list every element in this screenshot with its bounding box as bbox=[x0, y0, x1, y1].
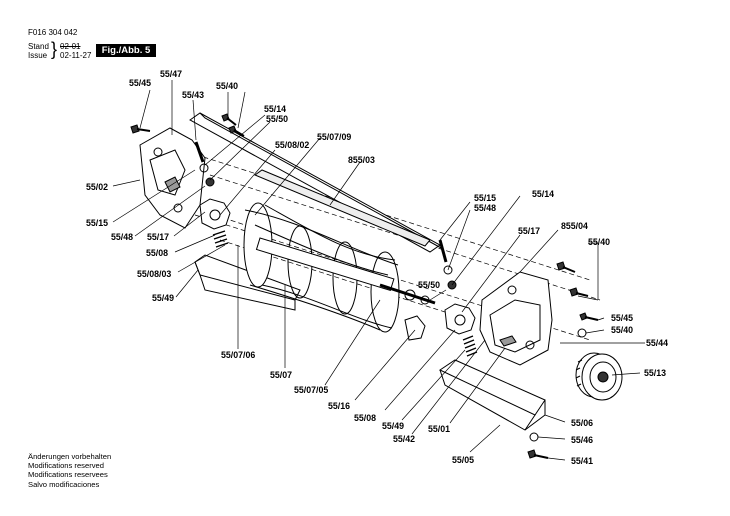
brace-glyph: } bbox=[51, 39, 58, 59]
callout-55-08-03: 55/08/03 bbox=[137, 269, 171, 279]
callout-55-17-right: 55/17 bbox=[518, 226, 540, 236]
callout-55-13: 55/13 bbox=[644, 368, 666, 378]
callout-55-46: 55/46 bbox=[571, 435, 593, 445]
callout-855-04: 855/04 bbox=[561, 221, 588, 231]
bottom-screws bbox=[527, 432, 549, 459]
top-crossbar bbox=[189, 112, 444, 253]
notice-line-es: Salvo modificaciones bbox=[28, 479, 100, 489]
callout-55-05: 55/05 bbox=[452, 455, 474, 465]
notice-line-en: Modifications reserved bbox=[28, 461, 104, 471]
cutting-cylinder bbox=[243, 202, 436, 333]
screws-right bbox=[438, 239, 599, 338]
callout-55-40-bottom: 55/40 bbox=[611, 325, 633, 335]
stand-label: Stand bbox=[28, 42, 49, 51]
callout-55-45-right: 55/45 bbox=[611, 313, 633, 323]
callout-55-44: 55/44 bbox=[646, 338, 668, 348]
callout-55-50-left: 55/50 bbox=[266, 114, 288, 124]
figure-tag: Fig./Abb. 5 bbox=[96, 44, 156, 57]
callout-55-06: 55/06 bbox=[571, 418, 593, 428]
callout-55-16: 55/16 bbox=[328, 401, 350, 411]
callout-55-07-05: 55/07/05 bbox=[294, 385, 328, 395]
callout-55-14-left: 55/14 bbox=[264, 104, 286, 114]
callout-55-15-left: 55/15 bbox=[86, 218, 108, 228]
callout-55-47: 55/47 bbox=[160, 69, 182, 79]
callout-55-42: 55/42 bbox=[393, 434, 415, 444]
callout-55-07-06: 55/07/06 bbox=[221, 350, 255, 360]
left-adjust-knob bbox=[199, 198, 231, 248]
callout-55-07-09: 55/07/09 bbox=[317, 132, 351, 142]
callout-55-01: 55/01 bbox=[428, 424, 450, 434]
callout-55-41: 55/41 bbox=[571, 456, 593, 466]
right-adjust-knob bbox=[404, 303, 478, 357]
callout-55-08-02: 55/08/02 bbox=[275, 140, 309, 150]
callout-55-08-bottom: 55/08 bbox=[354, 413, 376, 423]
notice-line-de: Änderungen vorbehalten bbox=[28, 452, 112, 461]
callout-55-02: 55/02 bbox=[86, 182, 108, 192]
callout-55-08-left: 55/08 bbox=[146, 248, 168, 258]
callout-55-07: 55/07 bbox=[270, 370, 292, 380]
callout-55-50-right: 55/50 bbox=[418, 280, 440, 290]
callout-855-03: 855/03 bbox=[348, 155, 375, 165]
leader-lines bbox=[112, 80, 645, 461]
callout-55-49-bottom: 55/49 bbox=[382, 421, 404, 431]
callout-55-17-left: 55/17 bbox=[147, 232, 169, 242]
callout-55-40-top: 55/40 bbox=[216, 81, 238, 91]
callout-55-43: 55/43 bbox=[182, 90, 204, 100]
right-side-plate bbox=[479, 271, 553, 366]
callout-55-48-left: 55/48 bbox=[111, 232, 133, 242]
callout-55-14-right: 55/14 bbox=[532, 189, 554, 199]
document-number: F016 304 042 bbox=[28, 28, 78, 37]
roller-wheel bbox=[575, 352, 623, 401]
callout-55-15-right: 55/15 bbox=[474, 193, 496, 203]
notice-line-fr: Modifications reservees bbox=[28, 470, 108, 480]
callout-55-48-right: 55/48 bbox=[474, 203, 496, 213]
revision-date: 02-11-27 bbox=[60, 51, 92, 60]
callout-55-49-left: 55/49 bbox=[152, 293, 174, 303]
callout-55-45-top: 55/45 bbox=[129, 78, 151, 88]
old-revision: 02-01 bbox=[60, 42, 81, 51]
bottom-blade bbox=[438, 359, 546, 431]
screws-top-left bbox=[130, 113, 245, 187]
issue-label: Issue bbox=[28, 51, 48, 60]
modifications-notice: Änderungen vorbehalten Modifications res… bbox=[28, 452, 111, 489]
left-side-plate bbox=[139, 127, 206, 229]
callout-55-40-right: 55/40 bbox=[588, 237, 610, 247]
